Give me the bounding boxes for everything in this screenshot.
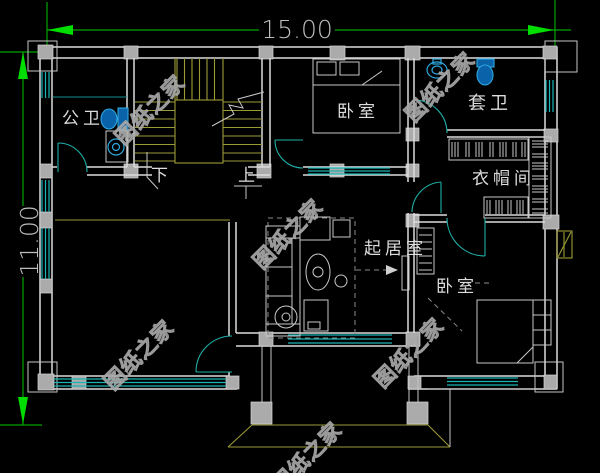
dimension-width-label: 15.00 bbox=[261, 15, 333, 44]
watermark-text: 图纸之家 bbox=[248, 194, 327, 273]
dimension-height-label: 11.00 bbox=[15, 205, 44, 277]
nightstand bbox=[532, 299, 552, 346]
bed bbox=[476, 299, 534, 364]
room-label-public-bath: 公卫 bbox=[62, 109, 104, 129]
wardrobe-bottom bbox=[483, 196, 529, 219]
door-public-bath bbox=[57, 142, 88, 173]
plant-icon bbox=[312, 266, 324, 278]
room-label-living: 起居室 bbox=[364, 239, 427, 259]
wardrobe-right bbox=[528, 136, 552, 219]
entry-porch bbox=[227, 230, 573, 448]
corner-post-top-left bbox=[27, 40, 58, 72]
window-left-bath bbox=[41, 72, 50, 98]
break-line bbox=[211, 91, 265, 127]
porch-column bbox=[250, 401, 273, 425]
watermark-text: 图纸之家 bbox=[267, 417, 346, 473]
pillow bbox=[316, 61, 337, 76]
room-public-bath: 公卫 bbox=[53, 96, 129, 163]
window-symbol bbox=[556, 230, 573, 259]
flower-table bbox=[274, 305, 298, 329]
window-left-upper bbox=[41, 180, 50, 212]
window-interior-bedroom bbox=[308, 167, 390, 175]
dim-arrow-right bbox=[528, 25, 554, 35]
stair-down-label: 下 bbox=[151, 166, 172, 186]
dim-arrow-up bbox=[18, 52, 28, 79]
room-living: 起居室 bbox=[265, 216, 427, 339]
door-ensuite-bath bbox=[413, 99, 448, 134]
window-bottom-left bbox=[54, 378, 226, 387]
view-arrow-head bbox=[386, 265, 398, 275]
pillow bbox=[339, 61, 360, 76]
rug bbox=[267, 217, 356, 339]
window-porch bbox=[288, 334, 392, 344]
dim-arrow-down bbox=[18, 397, 28, 424]
room-bedroom-right: 卧室 bbox=[416, 227, 552, 364]
room-label-bedroom-right: 卧室 bbox=[436, 277, 478, 297]
room-label-ensuite-bath: 套卫 bbox=[468, 93, 512, 114]
room-bedroom-top: 卧室 bbox=[312, 58, 401, 134]
porch-column bbox=[406, 401, 429, 425]
window-left-lower bbox=[41, 228, 50, 279]
door-cloakroom bbox=[411, 181, 442, 213]
doors bbox=[57, 99, 486, 373]
window-right-ensuite bbox=[545, 80, 554, 112]
sink-icon bbox=[426, 61, 448, 79]
side-table bbox=[332, 219, 351, 238]
toilet-icon bbox=[117, 107, 129, 131]
dimension-annotations: 15.00 11.00 bbox=[0, 0, 571, 426]
sofa-long bbox=[265, 225, 301, 337]
tv-bench bbox=[303, 299, 329, 332]
room-cloakroom: 衣帽间 bbox=[448, 136, 552, 219]
axis-dashes bbox=[427, 282, 492, 332]
coffee-table bbox=[305, 253, 331, 291]
dim-arrow-left bbox=[47, 25, 73, 35]
stool bbox=[334, 274, 348, 288]
stair-void bbox=[174, 99, 224, 164]
wardrobe-top bbox=[448, 138, 529, 161]
staircase: 下 上 bbox=[135, 58, 265, 199]
door-bedroom-top bbox=[274, 139, 304, 169]
room-label-bedroom-top: 卧室 bbox=[337, 102, 379, 122]
wardrobe bbox=[416, 227, 435, 275]
sink-counter bbox=[105, 130, 129, 163]
door-room-left bbox=[195, 335, 233, 373]
room-ensuite-bath: 套卫 bbox=[426, 58, 512, 114]
side-step bbox=[534, 361, 564, 393]
down-leader-line bbox=[146, 152, 159, 190]
corner-post-bottom-left bbox=[27, 361, 58, 393]
windows bbox=[41, 72, 554, 387]
window-bottom-right bbox=[447, 377, 518, 386]
tv bbox=[401, 255, 410, 291]
stair-up-label: 上 bbox=[238, 166, 259, 186]
bed bbox=[312, 58, 401, 134]
interior-walls bbox=[52, 58, 545, 376]
door-bedroom-right bbox=[446, 217, 486, 257]
room-label-cloakroom: 衣帽间 bbox=[472, 169, 535, 189]
sink-icon bbox=[107, 138, 125, 156]
